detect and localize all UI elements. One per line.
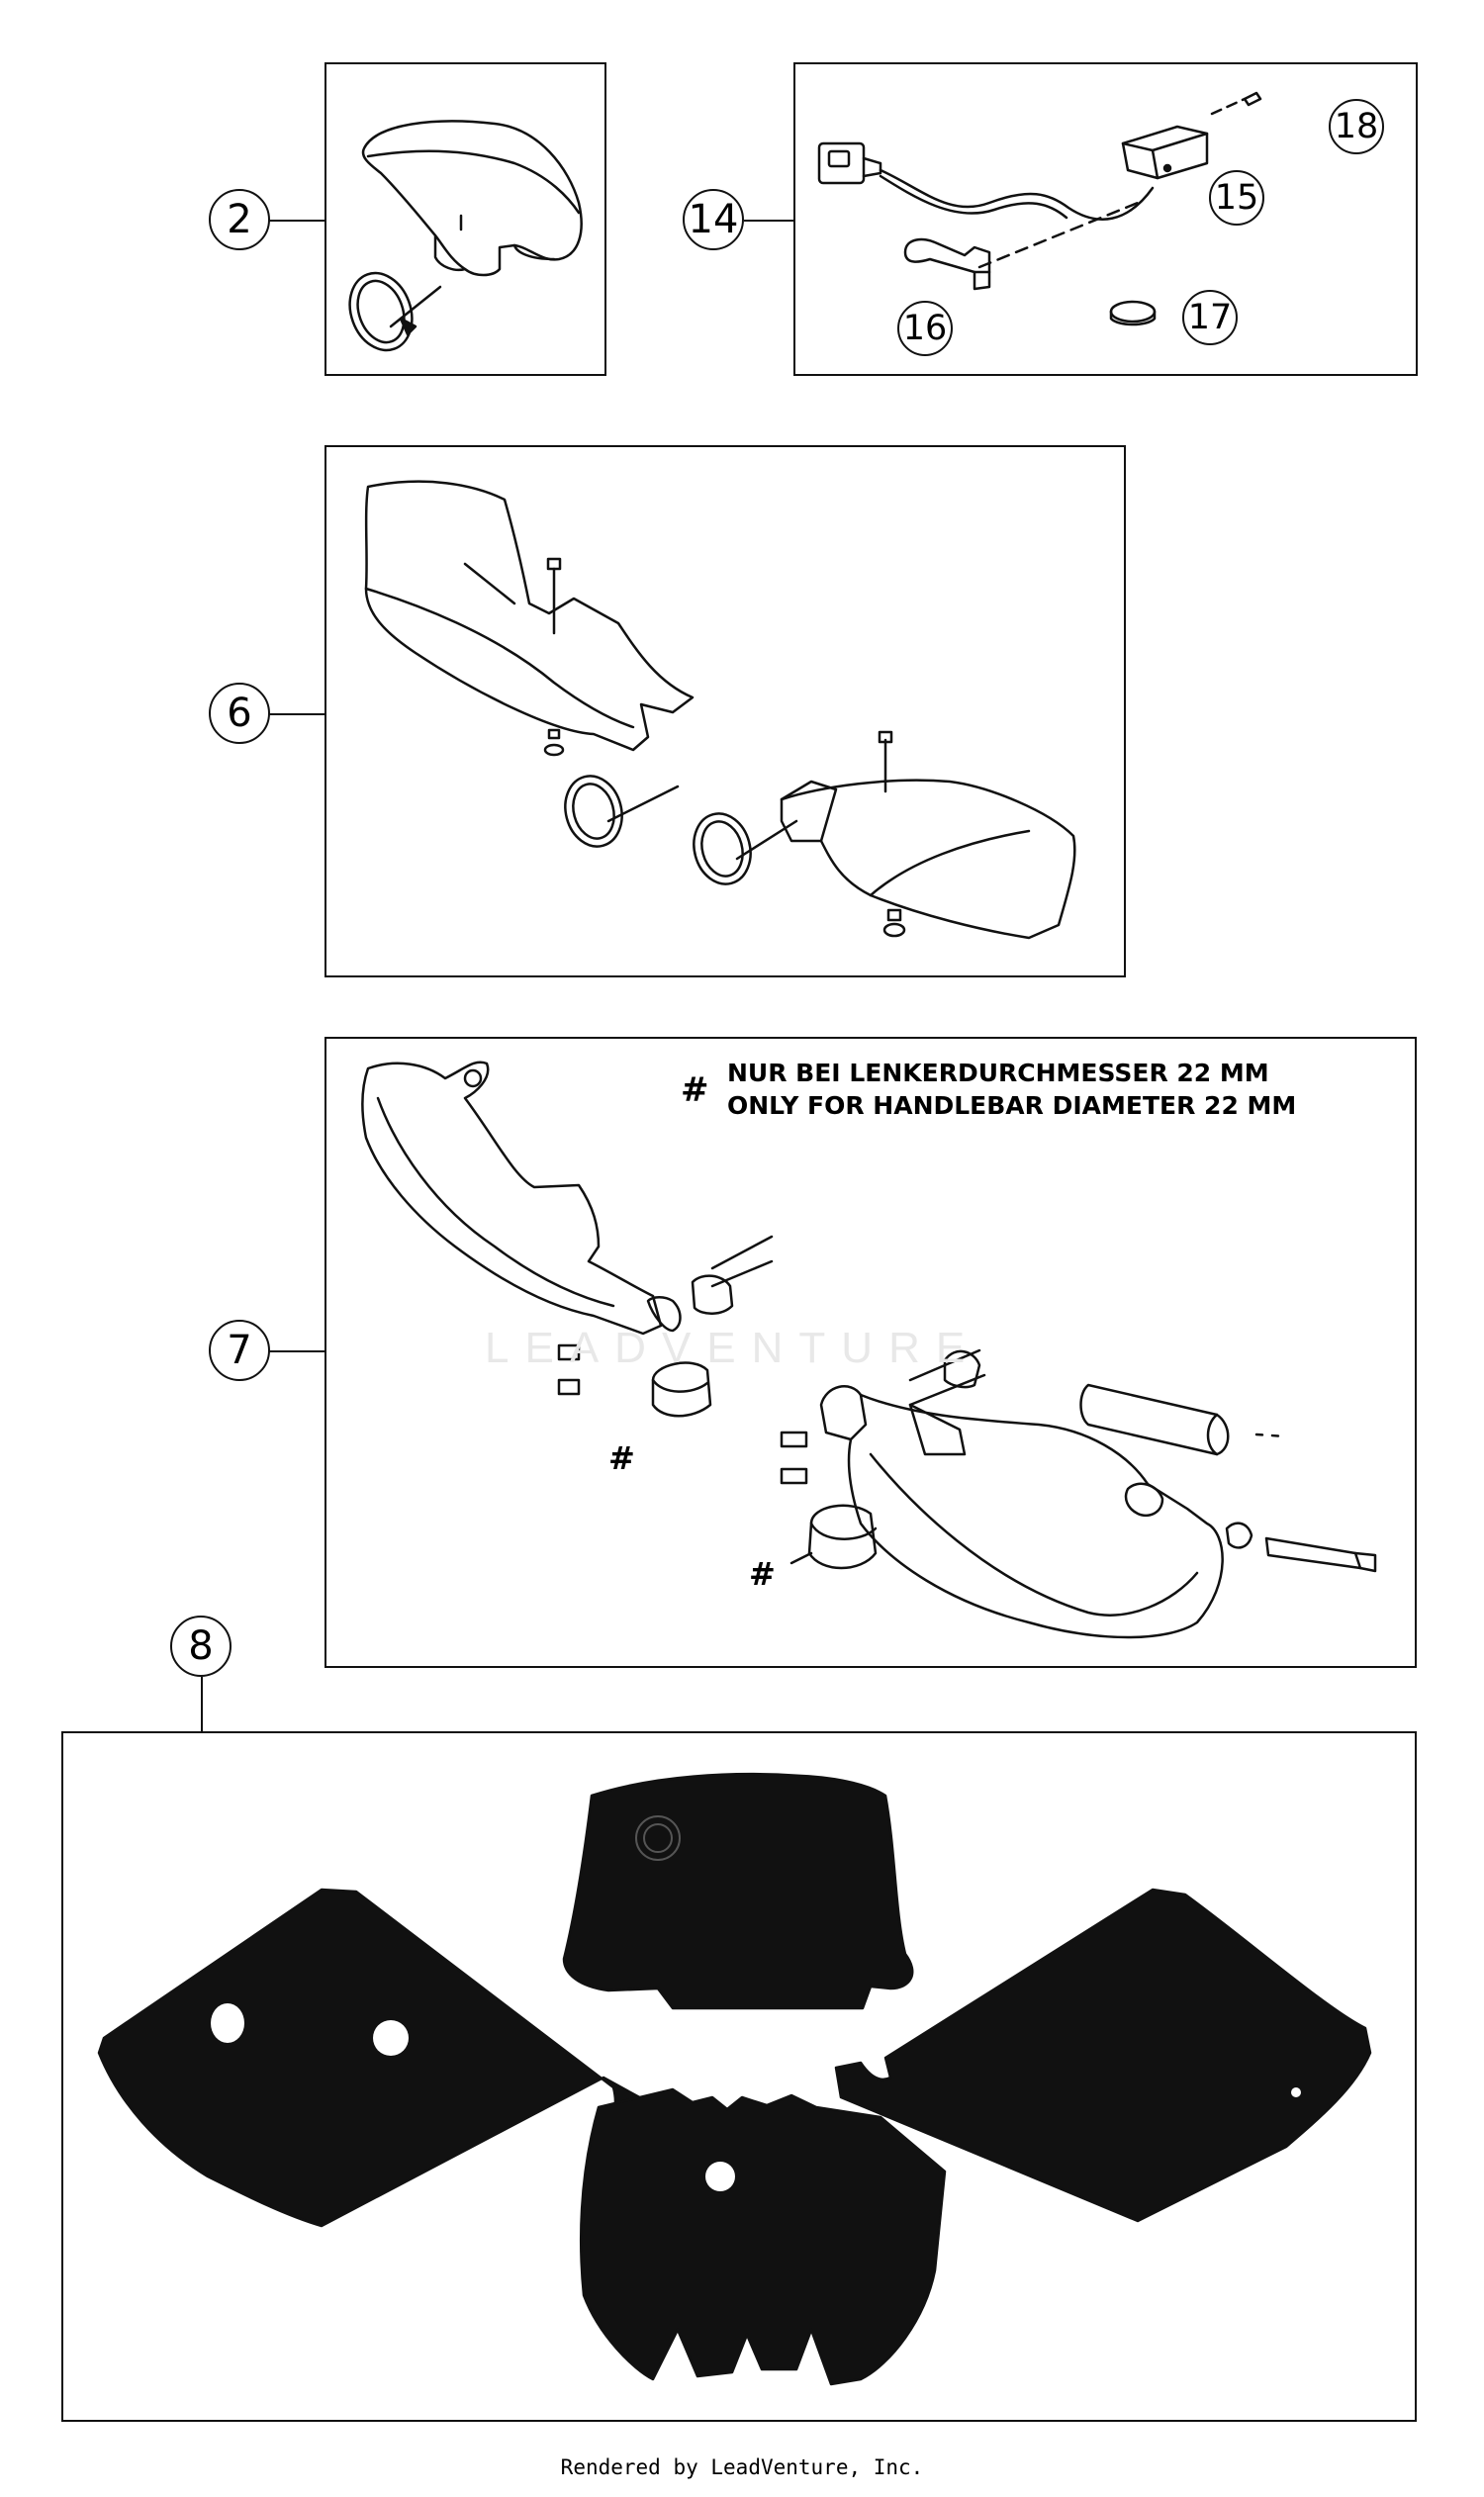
part-8-number-plates-drawing bbox=[97, 1772, 1372, 2386]
note-line-german: NUR BEI LENKERDURCHMESSER 22 MM bbox=[727, 1059, 1269, 1087]
handlebar-note: NUR BEI LENKERDURCHMESSER 22 MM ONLY FOR… bbox=[727, 1057, 1296, 1122]
note-line-english: ONLY FOR HANDLEBAR DIAMETER 22 MM bbox=[727, 1091, 1297, 1120]
callout-17: 17 bbox=[1182, 290, 1238, 345]
leader-line-6 bbox=[267, 713, 325, 715]
part-7-handguards-drawing bbox=[361, 1061, 1377, 1639]
hash-mark-left-bracket: # bbox=[608, 1439, 635, 1477]
leader-line-7 bbox=[267, 1350, 325, 1352]
callout-8: 8 bbox=[170, 1616, 232, 1677]
leader-line-2 bbox=[267, 220, 325, 222]
watermark: LEADVENTURE bbox=[485, 1324, 981, 1372]
callout-15: 15 bbox=[1209, 170, 1264, 226]
footer-credit: Rendered by LeadVenture, Inc. bbox=[560, 2455, 924, 2479]
callout-16: 16 bbox=[897, 301, 953, 356]
part-2-cover-drawing bbox=[348, 120, 583, 352]
leader-line-14 bbox=[744, 220, 793, 222]
callout-2: 2 bbox=[209, 189, 270, 250]
callout-6: 6 bbox=[209, 683, 270, 744]
note-hash-symbol: # bbox=[681, 1070, 709, 1110]
callout-14: 14 bbox=[683, 189, 744, 250]
callout-18: 18 bbox=[1329, 99, 1384, 154]
number-plate-emblem bbox=[635, 1815, 681, 1861]
callout-7: 7 bbox=[209, 1320, 270, 1381]
hash-mark-right-bracket: # bbox=[749, 1555, 776, 1593]
panel-part-7 bbox=[325, 1037, 1417, 1668]
panel-part-6 bbox=[325, 445, 1126, 977]
part-6-handguards-drawing bbox=[364, 480, 1076, 940]
panel-part-2 bbox=[325, 62, 606, 376]
leader-line-8 bbox=[201, 1677, 203, 1731]
part-14-light-kit-drawing bbox=[817, 91, 1262, 326]
number-plate-holes bbox=[211, 2003, 1301, 2191]
